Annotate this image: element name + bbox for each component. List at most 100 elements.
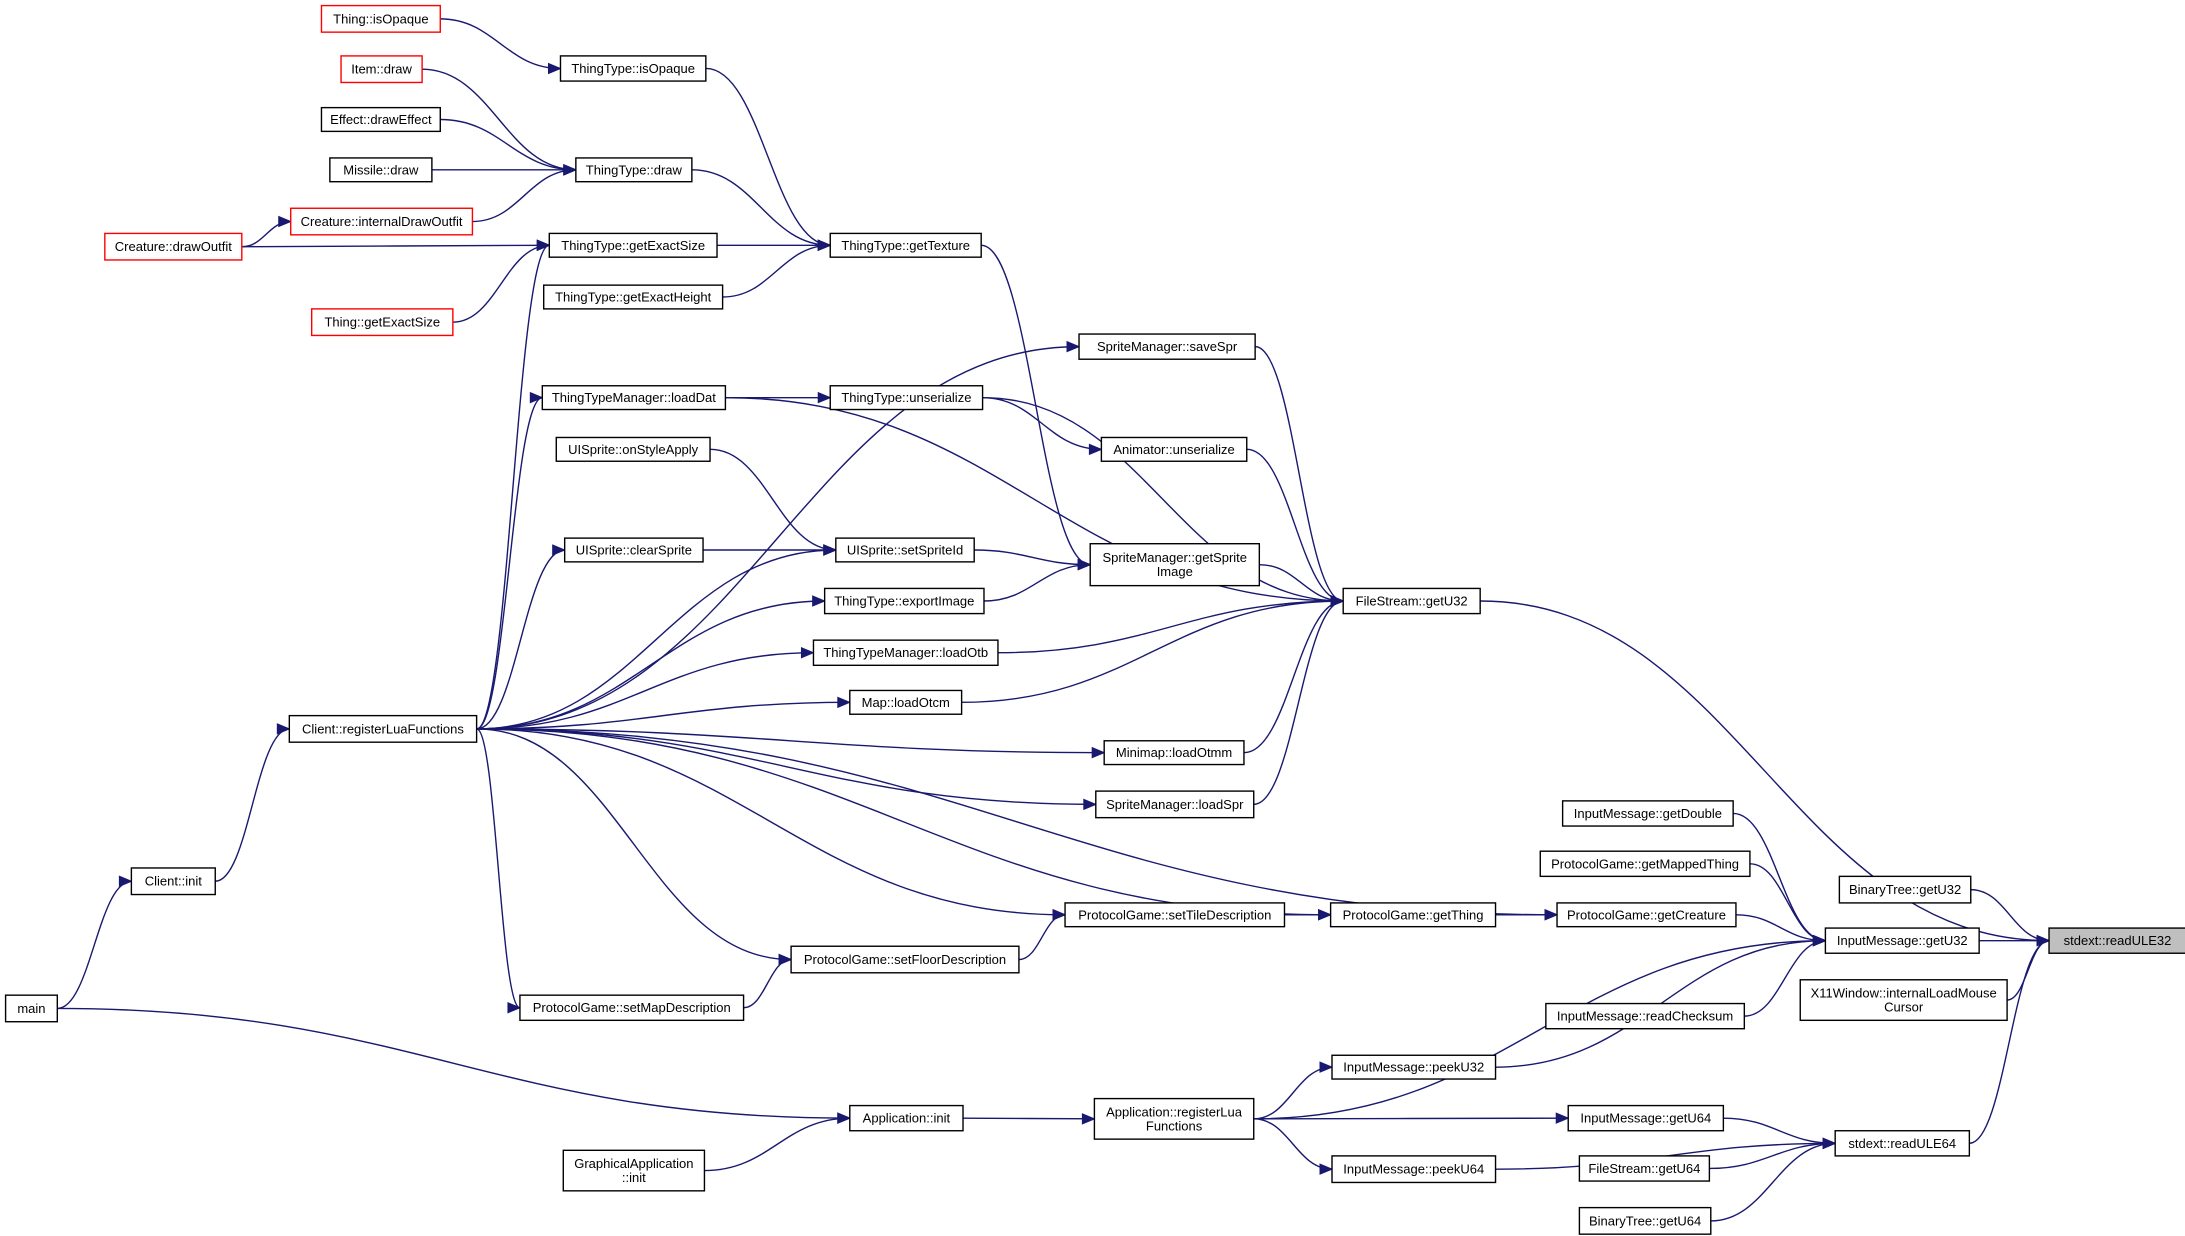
- node-thingtype-getTexture[interactable]: ThingType::getTexture: [829, 232, 982, 258]
- node-label: ThingType::draw: [586, 162, 683, 177]
- node-thingtype-getExactHeight[interactable]: ThingType::getExactHeight: [543, 284, 724, 310]
- node-label: ThingTypeManager::loadOtb: [823, 645, 988, 660]
- node-box: [575, 157, 693, 183]
- node-inputmessage-getDouble[interactable]: InputMessage::getDouble: [1561, 800, 1734, 827]
- node-thingtype-isOpaque[interactable]: ThingType::isOpaque: [559, 55, 707, 82]
- node-box: [130, 867, 216, 896]
- arrowhead: [778, 953, 793, 966]
- node-spritemanager-saveSpr[interactable]: SpriteManager::saveSpr: [1078, 333, 1256, 360]
- arrowhead: [118, 875, 133, 887]
- node-protocolgame-getThing[interactable]: ProtocolGame::getThing: [1329, 902, 1497, 928]
- node-uisprite-onStyleApply[interactable]: UISprite::onStyleApply: [555, 436, 711, 462]
- node-creature-internalDrawOutfit[interactable]: Creature::internalDrawOutfit: [290, 207, 474, 236]
- node-binarytree-getU32[interactable]: BinaryTree::getU32: [1838, 875, 1972, 904]
- node-stdext-readULE32[interactable]: stdext::readULE32: [2048, 927, 2185, 954]
- node-box: [329, 157, 433, 183]
- node-inputmessage-peekU64[interactable]: InputMessage::peekU64: [1331, 1155, 1497, 1184]
- arrowhead: [837, 1112, 852, 1124]
- arrowhead: [1812, 934, 1827, 947]
- node-label: UISprite::clearSprite: [576, 542, 692, 557]
- node-box: [1095, 790, 1255, 819]
- node-thingtype-exportImage[interactable]: ThingType::exportImage: [823, 587, 985, 615]
- node-box: [340, 55, 423, 84]
- node-stdext-readULE64[interactable]: stdext::readULE64: [1834, 1130, 1971, 1157]
- node-box: [1342, 587, 1481, 615]
- edge-uisprite_setSpriteId-to-uisprite_onStyleApply: [710, 448, 836, 551]
- node-protocolgame-setMapDescription[interactable]: ProtocolGame::setMapDescription: [519, 994, 745, 1022]
- node-box: [562, 1149, 706, 1192]
- edge-animator_unserialize-to-thingtype_unserialize: [982, 396, 1102, 451]
- edge-stdext_readULE64-to-inputmessage_getU64: [1723, 1117, 1836, 1145]
- node-inputmessage-peekU32[interactable]: InputMessage::peekU32: [1331, 1054, 1497, 1080]
- node-protocolgame-setTileDescription[interactable]: ProtocolGame::setTileDescription: [1064, 902, 1286, 928]
- node-effect-drawEffect[interactable]: Effect::drawEffect: [320, 106, 441, 133]
- node-thingtype-draw[interactable]: ThingType::draw: [575, 157, 693, 183]
- node-label: SpriteManager::saveSpr: [1097, 339, 1238, 354]
- node-label: ProtocolGame::setMapDescription: [533, 1000, 731, 1015]
- node-label: Image: [1157, 564, 1193, 579]
- node-client-init[interactable]: Client::init: [130, 867, 216, 896]
- node-binarytree-getU64[interactable]: BinaryTree::getU64: [1578, 1206, 1712, 1235]
- edge-stdext_readULE32-to-x11window_internalLoadMouseCursor: [2006, 939, 2050, 1001]
- node-item-draw[interactable]: Item::draw: [340, 55, 423, 84]
- node-box: [1567, 1104, 1725, 1132]
- node-label: Thing::getExactSize: [324, 315, 440, 330]
- node-thingtypemanager-loadOtb[interactable]: ThingTypeManager::loadOtb: [812, 639, 999, 667]
- node-map-loadOtcm[interactable]: Map::loadOtcm: [849, 689, 963, 715]
- node-minimap-loadOtmm[interactable]: Minimap::loadOtmm: [1103, 740, 1245, 766]
- node-uisprite-clearSprite[interactable]: UISprite::clearSprite: [563, 537, 704, 563]
- node-filestream-getU32[interactable]: FileStream::getU32: [1342, 587, 1481, 615]
- arrowhead: [823, 544, 838, 556]
- node-thingtype-unserialize[interactable]: ThingType::unserialize: [829, 385, 984, 411]
- node-spritemanager-loadSpr[interactable]: SpriteManager::loadSpr: [1095, 790, 1255, 819]
- edge-spritemanager_getSpriteImage-to-thingtype_exportImage: [983, 563, 1091, 602]
- node-label: InputMessage::getDouble: [1574, 806, 1722, 821]
- node-label: ThingTypeManager::loadDat: [552, 390, 716, 405]
- edge-filestream_getU32-to-animator_unserialize: [1246, 448, 1344, 602]
- node-box: [835, 537, 975, 563]
- node-graphicalapplication-init[interactable]: GraphicalApplication::init: [562, 1149, 706, 1192]
- node-filestream-getU64[interactable]: FileStream::getU64: [1578, 1155, 1711, 1182]
- edge-thingtypemanager_loadDat-to-client_registerLuaFunctions: [476, 396, 543, 730]
- node-inputmessage-getU64[interactable]: InputMessage::getU64: [1567, 1104, 1725, 1132]
- node-label: InputMessage::peekU64: [1343, 1162, 1484, 1177]
- edge-filestream_getU32-to-map_loadOtcm: [961, 600, 1344, 704]
- arrowhead: [1083, 798, 1098, 811]
- node-label: InputMessage::readChecksum: [1557, 1009, 1733, 1024]
- node-client-registerLuaFunctions[interactable]: Client::registerLuaFunctions: [288, 714, 478, 743]
- node-animator-unserialize[interactable]: Animator::unserialize: [1100, 436, 1248, 462]
- edge-application_init-to-graphicalapplication_init: [704, 1117, 850, 1172]
- edge-application_init-to-main: [57, 1007, 850, 1119]
- node-application-init[interactable]: Application::init: [849, 1104, 964, 1132]
- edge-application_registerLuaFunctions-to-application_init: [963, 1117, 1095, 1120]
- node-thingtypemanager-loadDat[interactable]: ThingTypeManager::loadDat: [541, 385, 727, 411]
- node-creature-drawOutfit[interactable]: Creature::drawOutfit: [104, 232, 243, 261]
- node-thing-getExactSize[interactable]: Thing::getExactSize: [310, 308, 454, 337]
- node-application-registerLuaFunctions[interactable]: Application::registerLuaFunctions: [1093, 1097, 1255, 1140]
- node-box: [290, 207, 474, 236]
- edge-client_registerLuaFunctions-to-client_init: [215, 728, 290, 882]
- node-label: Minimap::loadOtmm: [1116, 745, 1232, 760]
- edge-inputmessage_getU32-to-protocolgame_getMappedThing: [1749, 863, 1826, 942]
- node-protocolgame-getCreature[interactable]: ProtocolGame::getCreature: [1556, 902, 1737, 928]
- edge-stdext_readULE32-to-filestream_getU32: [1480, 600, 2050, 942]
- node-thingtype-getExactSize[interactable]: ThingType::getExactSize: [548, 232, 718, 258]
- node-label: Client::init: [145, 874, 202, 889]
- node-box: [1103, 740, 1245, 766]
- node-box: [1824, 927, 1980, 954]
- node-protocolgame-setFloorDescription[interactable]: ProtocolGame::setFloorDescription: [790, 945, 1020, 974]
- node-missile-draw[interactable]: Missile::draw: [329, 157, 433, 183]
- node-protocolgame-getMappedThing[interactable]: ProtocolGame::getMappedThing: [1539, 850, 1751, 878]
- node-inputmessage-getU32[interactable]: InputMessage::getU32: [1824, 927, 1980, 954]
- edge-filestream_getU32-to-spritemanager_saveSpr: [1255, 345, 1344, 602]
- node-thing-isOpaque[interactable]: Thing::isOpaque: [320, 4, 441, 33]
- node-label: SpriteManager::loadSpr: [1106, 797, 1244, 812]
- node-main[interactable]: main: [4, 994, 59, 1023]
- node-uisprite-setSpriteId[interactable]: UISprite::setSpriteId: [835, 537, 975, 563]
- node-label: SpriteManager::getSprite: [1103, 550, 1248, 565]
- edge-inputmessage_peekU64-to-application_registerLuaFunctions: [1253, 1118, 1333, 1170]
- node-inputmessage-readChecksum[interactable]: InputMessage::readChecksum: [1545, 1002, 1746, 1030]
